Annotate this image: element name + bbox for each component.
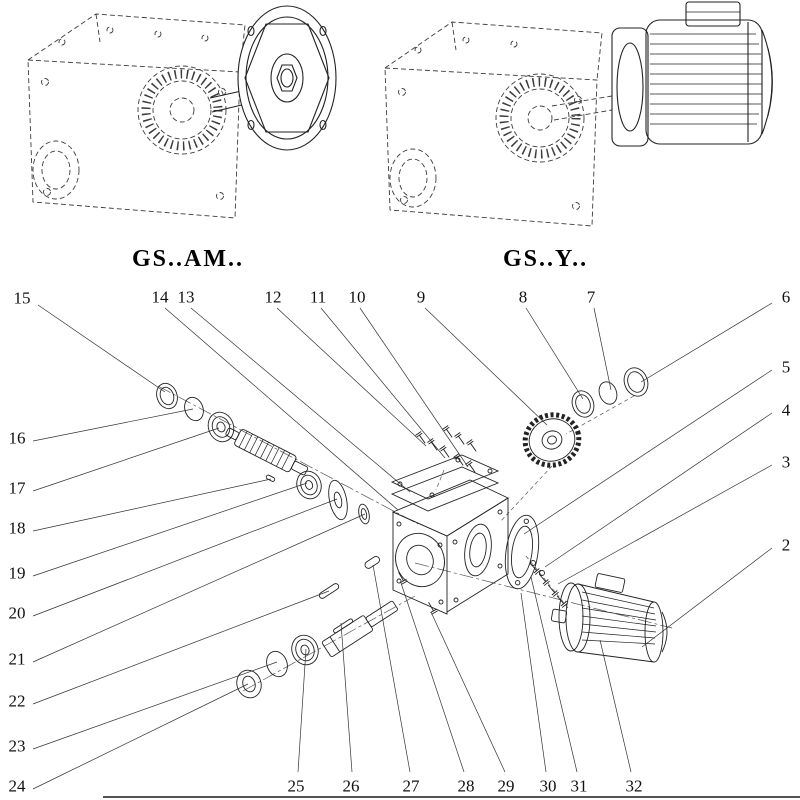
callout-14: 14 [151,287,169,307]
callout-22: 22 [8,691,26,711]
callout-15: 15 [13,288,31,308]
part-vent-screws-10-11-12 [414,425,480,475]
part-bearing-19 [296,470,322,500]
callout-13: 13 [177,287,195,307]
gearbox-outline-gsam [27,13,246,219]
part-worm-shaft-18 [225,427,309,476]
gearbox-outline-gsy [384,21,613,227]
part-motor-2 [550,573,668,663]
callout-30: 30 [539,776,557,796]
flange-drawing-gsam [209,5,337,151]
variant-label-gsy: GS..Y.. [503,246,589,272]
variant-label-gsam: GS..AM.. [132,246,244,272]
part-ring-6 [623,367,649,397]
part-housing [391,479,509,615]
callout-27: 27 [402,776,420,796]
callout-20: 20 [8,603,26,623]
callout-29: 29 [497,776,515,796]
callout-12: 12 [264,287,282,307]
exploded-parts [156,367,668,699]
callout-18: 18 [8,518,26,538]
callout-25: 25 [287,776,305,796]
part-screws-28-29 [394,569,439,615]
callout-26: 26 [342,776,360,796]
callout-11: 11 [309,287,327,307]
motor-drawing-gsy [611,1,773,147]
part-pin-18 [265,474,276,482]
alignment-dashes [435,395,635,609]
part-seal-ring-15 [156,382,178,410]
part-key-22 [318,583,340,599]
part-flange-screws-3-4-30-31 [527,560,569,609]
part-cover-plate-13 [390,454,500,500]
part-pin-27 [364,556,380,569]
callout-24: 24 [8,776,26,796]
callout-7: 7 [586,287,596,307]
part-snap-ring-16 [184,396,204,422]
callout-21: 21 [8,649,26,669]
part-flange-cover-5 [504,514,540,590]
leader-lines [32,302,773,790]
callout-2: 2 [781,535,791,555]
part-bearing-25 [291,634,319,666]
part-gasket-14 [390,466,500,512]
part-gear-9 [522,412,582,468]
callout-31: 31 [570,776,588,796]
callout-4: 4 [781,400,791,420]
callout-9: 9 [416,287,426,307]
callout-32: 32 [625,776,643,796]
part-ring-21 [358,503,370,525]
callout-10: 10 [348,287,366,307]
callout-23: 23 [8,736,26,756]
part-snap-ring-23 [266,650,288,678]
callout-6: 6 [781,287,791,307]
callout-8: 8 [518,287,528,307]
callout-5: 5 [781,357,791,377]
part-output-shaft-26 [321,600,398,658]
callout-19: 19 [8,563,26,583]
part-ring-8 [571,390,595,418]
part-disc-20 [328,479,348,521]
callout-3: 3 [781,452,791,472]
callout-17: 17 [8,478,26,498]
center-axes [157,385,673,692]
callout-28: 28 [457,776,475,796]
part-bearing-17 [207,411,235,443]
part-snap-ring-7 [598,381,618,405]
callout-16: 16 [8,428,26,448]
